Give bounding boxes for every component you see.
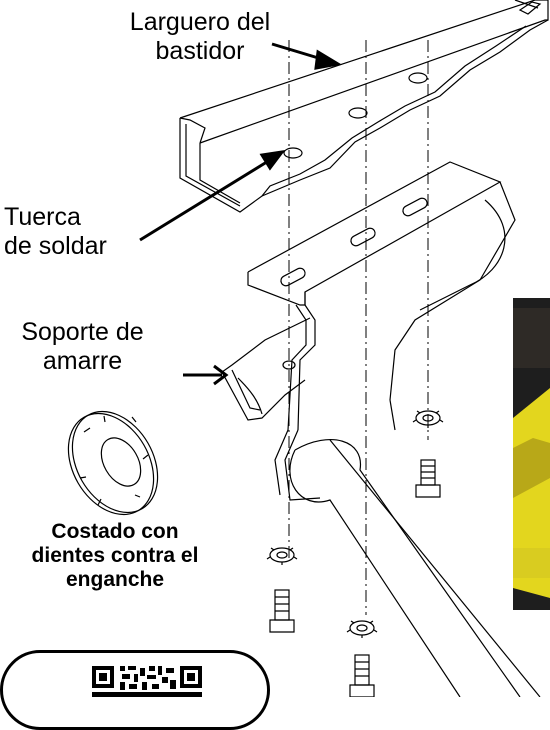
teeth-note-line1: Costado con xyxy=(51,520,179,543)
exploded-assembly-drawing xyxy=(67,0,549,697)
tie-down-bracket-label-line1: Soporte de xyxy=(21,318,144,346)
inset-photo xyxy=(513,298,550,610)
frame-rail xyxy=(179,0,549,213)
frame-rail-label-line1: Larguero del xyxy=(129,8,271,36)
frame-rail-label: Larguero del bastidor xyxy=(100,8,300,66)
leader-arrows xyxy=(139,42,343,386)
weld-nut-label: Tuerca de soldar xyxy=(4,203,164,261)
bolt-centerlines xyxy=(288,40,429,615)
hitch-bracket xyxy=(221,161,541,697)
qr-code-icon[interactable] xyxy=(92,666,202,697)
lock-washer-detail xyxy=(67,410,159,516)
teeth-note-label: Costado con dientes contra el enganche xyxy=(0,520,230,592)
bolt-center xyxy=(346,620,378,697)
tie-down-bracket-label: Soporte de amarre xyxy=(0,318,165,376)
bolt-right xyxy=(412,410,444,498)
tie-down-bracket-label-line2: amarre xyxy=(42,346,123,375)
teeth-note-line2: dientes contra el xyxy=(31,544,199,568)
weld-nut-label-line2: de soldar xyxy=(4,231,107,260)
weld-nut-label-line1: Tuerca xyxy=(4,203,81,231)
teeth-note-line3: enganche xyxy=(65,568,165,592)
bolt-left xyxy=(266,547,298,633)
frame-rail-label-line2: bastidor xyxy=(155,36,245,65)
